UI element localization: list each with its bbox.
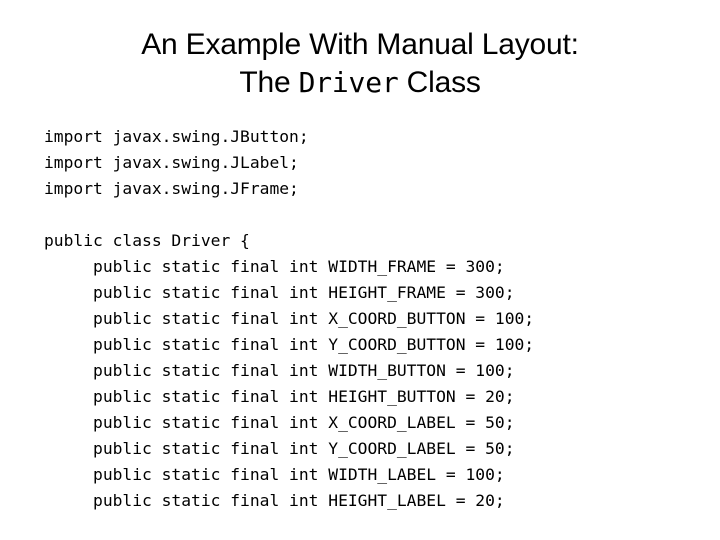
code-block: import javax.swing.JButton; import javax.…	[44, 124, 534, 514]
code-line: public static final int HEIGHT_BUTTON = …	[44, 387, 515, 406]
title-line-2: The Driver Class	[0, 64, 720, 102]
slide-title: An Example With Manual Layout: The Drive…	[0, 26, 720, 102]
title-code-word: Driver	[298, 66, 399, 99]
title-line-2-pre: The	[239, 66, 299, 99]
title-line-1: An Example With Manual Layout:	[141, 28, 579, 61]
code-line: public static final int WIDTH_LABEL = 10…	[44, 465, 505, 484]
code-line: public static final int HEIGHT_FRAME = 3…	[44, 283, 515, 302]
code-line: public static final int WIDTH_FRAME = 30…	[44, 257, 505, 276]
code-line: public static final int Y_COORD_BUTTON =…	[44, 335, 535, 354]
code-line: public static final int X_COORD_BUTTON =…	[44, 309, 535, 328]
code-line: import javax.swing.JLabel;	[44, 153, 299, 172]
code-line: public static final int HEIGHT_LABEL = 2…	[44, 491, 505, 510]
code-line: import javax.swing.JButton;	[44, 127, 309, 146]
code-line: public static final int WIDTH_BUTTON = 1…	[44, 361, 515, 380]
code-line	[44, 202, 534, 228]
code-line: public static final int Y_COORD_LABEL = …	[44, 439, 515, 458]
title-line-2-post: Class	[398, 66, 481, 99]
code-line: public static final int X_COORD_LABEL = …	[44, 413, 515, 432]
code-line: import javax.swing.JFrame;	[44, 179, 299, 198]
code-line: public class Driver {	[44, 231, 250, 250]
